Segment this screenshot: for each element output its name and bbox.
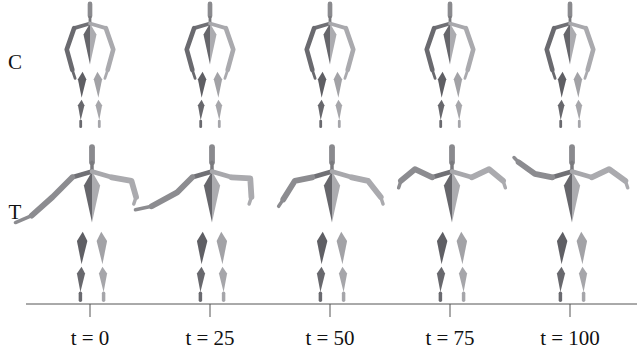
- time-tick-label: t = 75: [425, 328, 474, 349]
- time-tick-label: t = 100: [540, 328, 600, 349]
- time-tick-label: t = 25: [185, 328, 234, 349]
- time-tick-label: t = 50: [305, 328, 354, 349]
- row-label: T: [9, 202, 22, 223]
- time-tick-label: t = 0: [71, 328, 110, 349]
- row-label: C: [8, 52, 22, 73]
